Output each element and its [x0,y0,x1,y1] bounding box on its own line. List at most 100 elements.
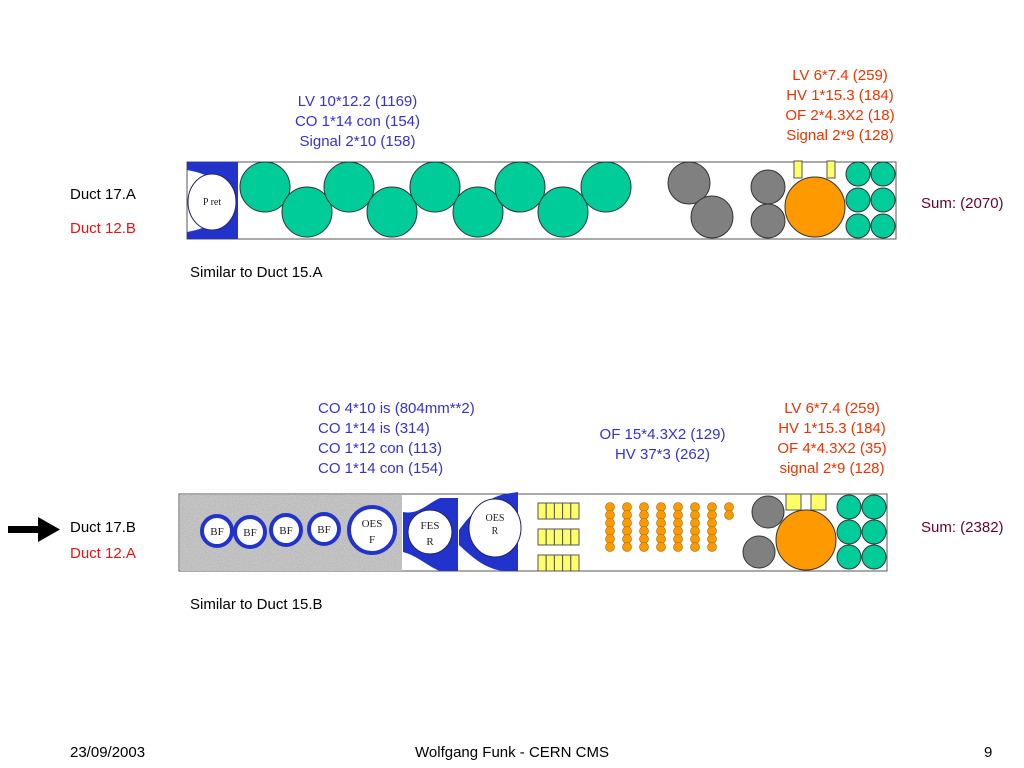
of-dot [690,518,700,528]
of-dot [690,534,700,544]
of-dot [690,502,700,512]
bf-cable [200,514,234,548]
bf-label: BF [279,525,292,537]
pret-circle [187,173,237,231]
of-dot [605,510,615,520]
of-dot [673,510,683,520]
of-cable [775,509,837,571]
info-line: CO 1*14 is (314) [318,420,430,437]
of-dot [724,510,734,520]
bf-cable [269,513,303,547]
of-dot [622,542,632,552]
of-dot [673,526,683,536]
signal-cell [537,502,547,520]
footer-author: Wolfgang Funk - CERN CMS [415,744,609,761]
info-line: HV 37*3 (262) [614,446,711,463]
of-dot [707,526,717,536]
oes-f-cable [347,505,397,555]
signal-cable [793,160,803,179]
hv-cable [751,495,785,529]
of-dot [707,510,717,520]
signal-cell [570,554,580,572]
small-green-cable [836,544,862,570]
of-dot [656,526,666,536]
top-left-cable-info: LV 10*12.2 (1169) CO 1*14 con (154) Sign… [270,92,445,152]
of-dot [690,542,700,552]
small-green-cable-group [836,494,887,570]
footer-date: 23/09/2003 [70,744,146,761]
of-dot [690,510,700,520]
of-dot [673,542,683,552]
duct-bottom-note: Similar to Duct 15.B [190,596,323,613]
hv-cable [690,195,734,239]
signal-cell [545,528,555,546]
of-dot [622,510,632,520]
signal-cell [562,502,572,520]
signal-cell [570,502,580,520]
of-dot [656,510,666,520]
small-green-cable [845,213,871,239]
info-line: LV 6*7.4 (259) [784,400,880,417]
hv-cable [742,535,776,569]
of-dot-group [605,502,734,552]
info-line: Signal 2*10 (158) [299,133,416,150]
of-dot [724,502,734,512]
of-dot [673,518,683,528]
oes-r-label-2: R [492,526,499,537]
duct-bottom-label: Duct 17.B [70,519,136,536]
small-green-cable [870,213,896,239]
of-dot [639,518,649,528]
info-line: CO 1*12 con (113) [318,440,442,457]
top-right-cable-info: LV 6*7.4 (259) HV 1*15.3 (184) OF 2*4.3X… [760,66,920,146]
of-dot [690,526,700,536]
info-line: Signal 2*9 (128) [786,127,894,144]
lv-cable [494,161,546,213]
info-line: LV 6*7.4 (259) [792,67,888,84]
of-dot [639,542,649,552]
oes-f-label-2: F [369,534,375,546]
lv-cable [366,186,418,238]
lv-cable [239,161,291,213]
duct-bottom-sum: Sum: (2382) [921,519,1004,536]
oes-f-label-1: OES [362,518,383,530]
of-dot [707,534,717,544]
of-dot [656,534,666,544]
bf-label: BF [243,527,256,539]
lv-cable [323,161,375,213]
lv-cable-group [239,161,632,238]
lv-cable [580,161,632,213]
signal-cable [826,160,836,179]
of-dot [707,518,717,528]
small-green-cable [861,544,887,570]
info-line: LV 10*12.2 (1169) [297,93,418,110]
small-green-cable [836,494,862,520]
oes-r-label-1: OES [486,513,505,524]
signal-cell [553,502,564,520]
info-line: signal 2*9 (128) [779,460,885,477]
small-green-cable [861,519,887,545]
info-line: OF 2*4.3X2 (18) [785,107,895,124]
footer-page-number: 9 [984,744,993,761]
small-green-cable [836,519,862,545]
info-line: CO 1*14 con (154) [294,113,421,130]
info-line: OF 15*4.3X2 (129) [599,426,726,443]
info-line: HV 1*15.3 (184) [786,87,894,104]
of-dot [656,502,666,512]
hv-cable [750,169,786,205]
of-dot [605,526,615,536]
bottom-left-cable-info: CO 4*10 is (804mm**2) CO 1*14 is (314) C… [318,399,475,479]
bf-cable [233,515,267,549]
signal-cell [553,528,564,546]
of-dot [673,534,683,544]
fes-r-label-1: FES [421,520,440,532]
of-dot [656,542,666,552]
lv-cable [452,186,504,238]
of-dot [639,502,649,512]
lv-cable [537,186,589,238]
of-dot [639,534,649,544]
of-dot [639,510,649,520]
of-dot [622,526,632,536]
